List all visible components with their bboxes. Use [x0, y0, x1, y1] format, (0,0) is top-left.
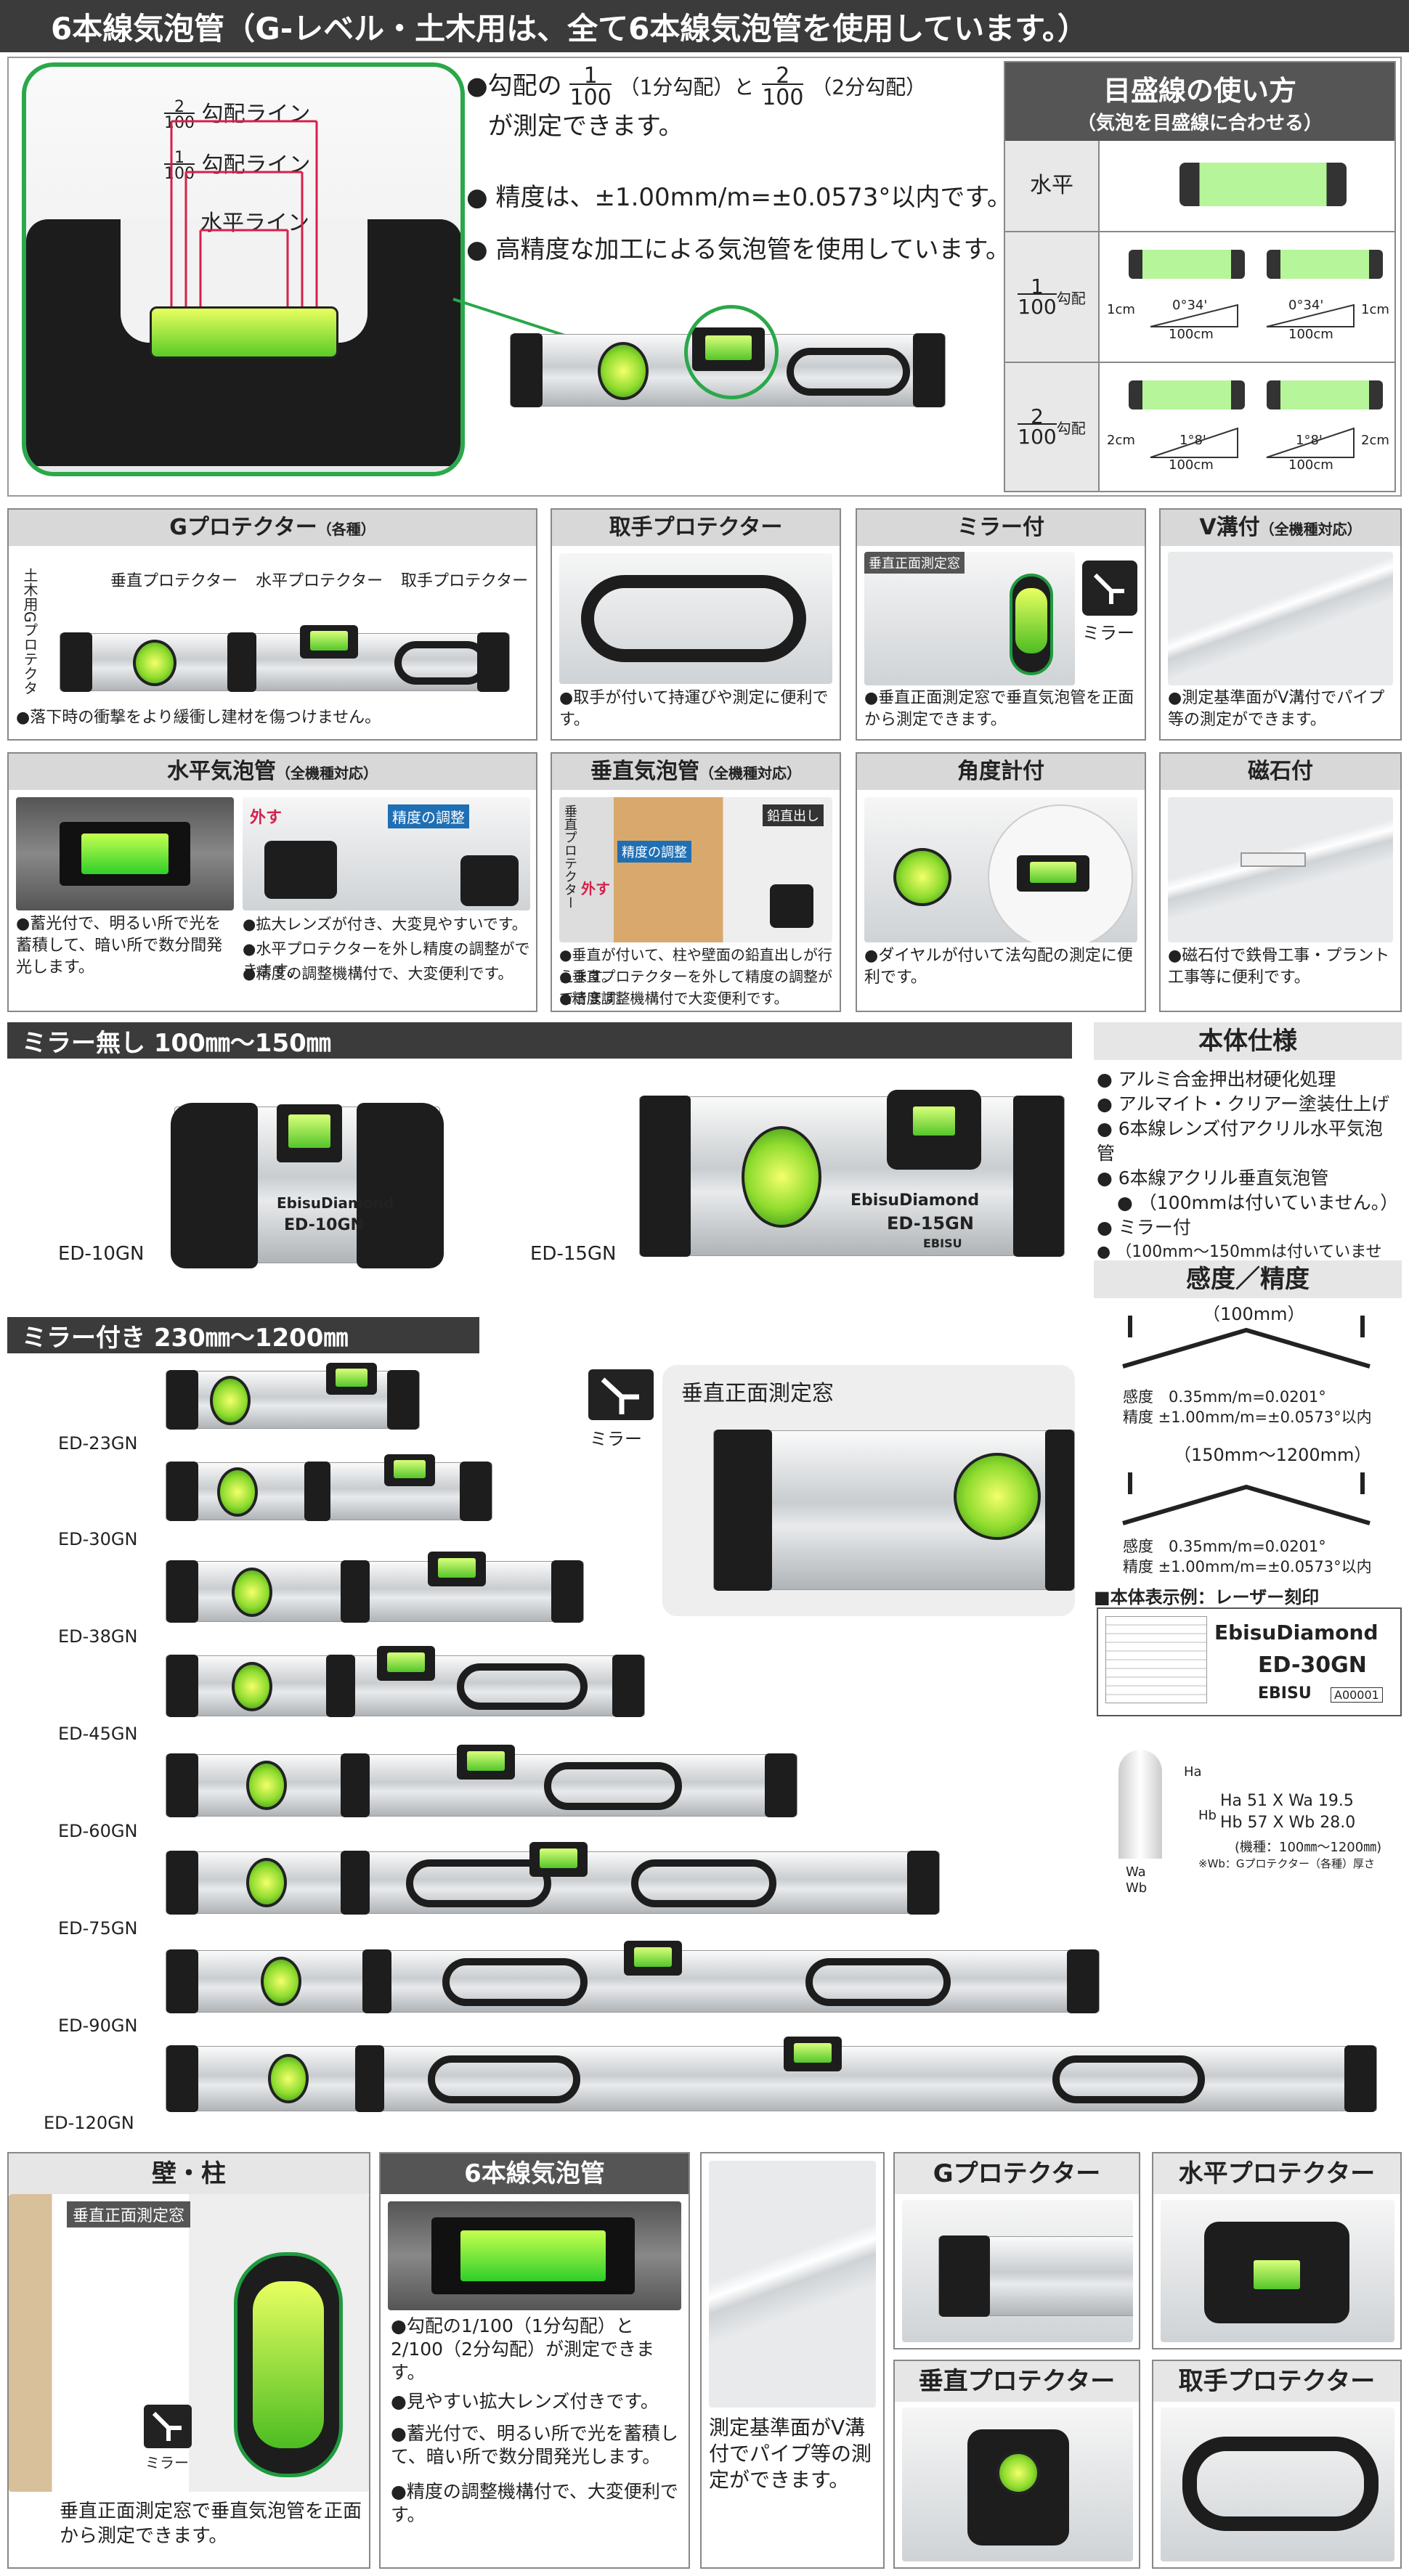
model-ed-23gn-image: [166, 1363, 420, 1430]
model-ed-75gn-image: [166, 1842, 940, 1915]
vial-tube: [150, 306, 338, 359]
model-label-ed-120gn: ED-120GN: [44, 2113, 134, 2133]
bullet-3: ● 高精度な加工による気泡管を使用しています。: [466, 235, 1011, 264]
spec-item: アルミ合金押出材硬化処理: [1097, 1067, 1399, 1092]
bullet-2: ● 精度は、±1.00mm/m=±0.0573°以内です。: [466, 183, 1012, 212]
spec-item: アルマイト・クリアー塗装仕上げ: [1097, 1092, 1399, 1117]
model-label-ed-45gn: ED-45GN: [58, 1724, 138, 1744]
line-2-text: 勾配ライン: [201, 102, 311, 127]
model-label-ed-90gn: ED-90GN: [58, 2015, 138, 2036]
feature-v-groove: V溝付（全機種対応） ●測定基準面がV溝付でパイプ等の測定ができます。: [1159, 508, 1402, 741]
bottom-wall-pillar: 壁・柱 垂直正面測定窓 ミラー 垂直正面測定窓で垂直気泡管を正面から測定できます…: [7, 2152, 370, 2569]
feature-angle-gauge: 角度計付 ●ダイヤルが付いて法勾配の測定に便利です。: [856, 752, 1146, 1012]
line-h-label: 水平ライン: [200, 211, 309, 236]
bottom-v-groove: 測定基準面がV溝付でパイプ等の測定ができます。: [700, 2152, 885, 2569]
model-ed-10gn-image: EbisuDiamond ED-10GN: [171, 1103, 444, 1268]
mirror-icon-bottom: [144, 2405, 192, 2448]
top-level-zoom-circle: [684, 305, 779, 399]
model-label-ed-23gn: ED-23GN: [58, 1433, 138, 1454]
bottom-six-line-vial: 6本線気泡管 ●勾配の1/100（1分勾配）と 2/100（2分勾配）が測定でき…: [379, 2152, 690, 2569]
header-banner: 6本線気泡管（G-レベル・土木用は、全て6本線気泡管を使用しています。）: [0, 0, 1409, 52]
frac-num: 2: [174, 97, 184, 116]
scale-row-horizontal: 水平: [1005, 141, 1394, 232]
model-label-ed-15gn: ED-15GN: [530, 1243, 617, 1265]
pointer-lines: [170, 120, 318, 306]
scale-subtitle: （気泡を目盛線に合わせる）: [1076, 113, 1323, 134]
model-ed-30gn-image: [166, 1454, 492, 1521]
model-ed-60gn-image: [166, 1745, 797, 1817]
feature-magnet: 磁石付 ●磁石付で鉄骨工事・プラント工事等に便利です。: [1159, 752, 1402, 1012]
model-ed-38gn-image: [166, 1552, 584, 1623]
spec-item: 6本線レンズ付アクリル水平気泡管: [1097, 1117, 1399, 1166]
bottom-horizontal-protector: 水平プロテクター: [1152, 2152, 1402, 2349]
section-2-banner: ミラー付き 230㎜～1200㎜: [7, 1317, 479, 1353]
model-label-ed-60gn: ED-60GN: [58, 1821, 138, 1841]
sensitivity-diagram-1: [1122, 1316, 1371, 1369]
bottom-g-protector: Gプロテクター: [893, 2152, 1140, 2349]
model-label-ed-30gn: ED-30GN: [58, 1529, 138, 1549]
spec-panel: 本体仕様 アルミ合金押出材硬化処理 アルマイト・クリアー塗装仕上げ 6本線レンズ…: [1094, 1022, 1402, 1756]
frac-num: 1: [174, 148, 184, 167]
feature-handle-protector: 取手プロテクター ●取手が付いて持運びや測定に便利です。: [551, 508, 841, 741]
model-label-ed-10gn: ED-10GN: [58, 1243, 145, 1265]
feature-horizontal-vial: 水平気泡管（全機種対応） 外す 精度の調整 ●蓄光付で、明るい所で光を蓄積して、…: [7, 752, 537, 1012]
bottom-handle-protector: 取手プロテクター: [1152, 2360, 1402, 2569]
spec-item: ミラー付: [1097, 1215, 1399, 1240]
model-ed-90gn-image: [166, 1941, 1100, 2013]
mirror-icon-section2: [588, 1369, 654, 1420]
model-label-ed-38gn: ED-38GN: [58, 1626, 138, 1647]
mirror-icon: [1082, 561, 1137, 616]
line-1-text: 勾配ライン: [201, 152, 311, 178]
spec-item: 6本線アクリル垂直気泡管: [1097, 1166, 1399, 1191]
feature-g-protector: Gプロテクター（各種） 土木用Gプロテクター 垂直プロテクター 水平プロテクター…: [7, 508, 537, 741]
header-title: 6本線気泡管（G-レベル・土木用は、全て6本線気泡管を使用しています。）: [51, 10, 1088, 46]
feature-vertical-vial: 垂直気泡管（全機種対応） 垂直プロテクター 外す 精度の調整 鉛直出し ●垂直が…: [551, 752, 841, 1012]
model-ed-120gn-image: [166, 2037, 1377, 2112]
bottom-vertical-protector: 垂直プロテクター: [893, 2360, 1140, 2569]
scale-title: 目盛線の使い方: [1103, 75, 1296, 107]
sensitivity-diagram-2: [1122, 1472, 1371, 1525]
dimension-diagram: Ha Hb Wa Wb Ha 51 X Wa 19.5 Hb 57 X Wb 2…: [1104, 1728, 1394, 1902]
feature-mirror: ミラー付 垂直正面測定窓 ミラー ●垂直正面測定窓で垂直気泡管を正面から測定でき…: [856, 508, 1146, 741]
section-1-banner: ミラー無し 100㎜～150㎜: [7, 1022, 1072, 1059]
spec-item: （100mmは付いていません。）: [1097, 1191, 1399, 1215]
mirror-closeup: 垂直正面測定窓: [662, 1365, 1075, 1616]
laser-mark-example: EbisuDiamond ED-30GN EBISU A00001: [1097, 1607, 1402, 1716]
model-ed-45gn-image: [166, 1646, 645, 1717]
model-ed-15gn-image: EbisuDiamond ED-15GN EBISU: [639, 1090, 1065, 1257]
model-label-ed-75gn: ED-75GN: [58, 1918, 138, 1939]
